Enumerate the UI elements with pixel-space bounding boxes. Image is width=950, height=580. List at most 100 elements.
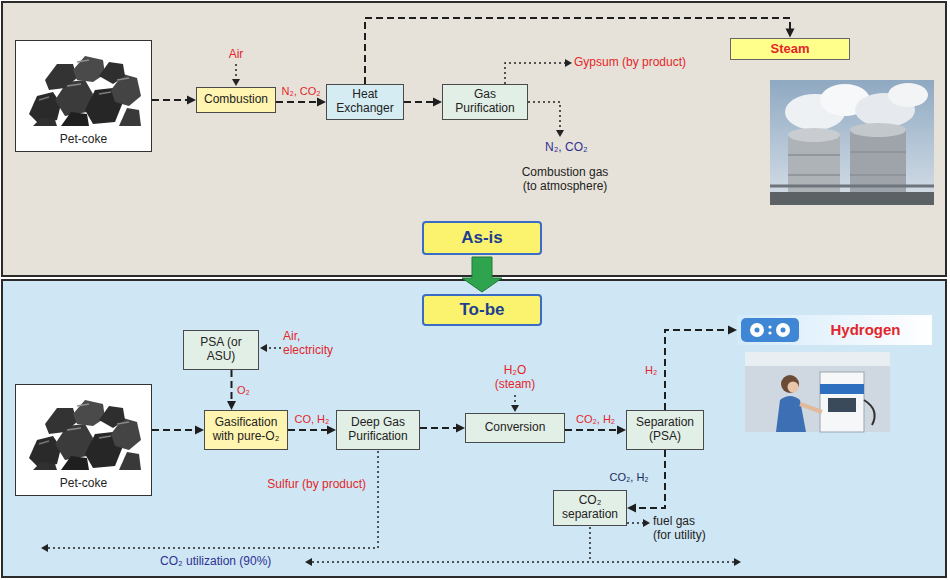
- pump-band: [820, 384, 864, 394]
- atom-core: [781, 328, 786, 333]
- process-box: Separation (PSA): [626, 410, 704, 450]
- box-text: Pet-coke: [20, 133, 147, 147]
- steam-plant-photo: [770, 80, 934, 205]
- hydrogen-banner: [737, 315, 932, 345]
- arm: [800, 404, 822, 412]
- atom: [750, 323, 764, 337]
- as-is-panel: [2, 2, 946, 276]
- dotted-arrow: [235, 64, 237, 80]
- steam-cloud: [888, 83, 928, 107]
- arrow-head: [786, 29, 795, 38]
- box-text: Combustion: [201, 93, 271, 107]
- canopy: [745, 352, 890, 366]
- feedstock-box: Pet-coke: [15, 40, 152, 152]
- hose: [864, 400, 875, 425]
- flow-line: [420, 427, 457, 429]
- face: [788, 382, 799, 393]
- tank-band: [788, 152, 906, 175]
- flow-line: [365, 18, 790, 84]
- dotted-arrow: [48, 451, 378, 548]
- stream-label: CO₂, H₂: [576, 413, 615, 426]
- flow-note: Gypsum (by product): [574, 56, 704, 70]
- box-text: Pet-coke: [20, 477, 147, 491]
- flow-arrow: [565, 426, 626, 435]
- product-banner: Hydrogen: [737, 315, 932, 345]
- transition-arrow: [462, 257, 502, 292]
- feedstock-box: Pet-coke: [15, 384, 152, 496]
- box-text: Gas Purification: [447, 88, 523, 116]
- to-be-panel: [2, 280, 946, 577]
- arrow-head: [195, 426, 204, 435]
- h2-icon: [741, 318, 799, 342]
- process-box: Gasification with pure-O₂: [204, 410, 288, 450]
- bond-dot: [768, 325, 771, 328]
- stream-label: CO₂, H₂: [610, 471, 649, 484]
- arrow-head: [556, 130, 564, 137]
- arrow-head: [456, 424, 465, 433]
- flow-line: [152, 429, 196, 431]
- box-text: CO₂ separation: [558, 494, 622, 522]
- flow-arrow: [665, 326, 737, 411]
- arrow-head: [232, 79, 240, 86]
- photo-sky: [770, 80, 934, 205]
- flow-line: [152, 99, 188, 101]
- atom: [776, 323, 790, 337]
- arrow-head: [327, 426, 336, 435]
- coke-photo-ground: [15, 40, 152, 152]
- stream-label: O₂: [237, 384, 250, 397]
- phase-box: To-be: [422, 294, 542, 326]
- box-text: Heat Exchanger: [331, 88, 399, 116]
- dotted-arrow: [514, 395, 516, 406]
- box-text: To-be: [428, 300, 536, 320]
- product-box: Steam: [730, 38, 850, 61]
- arrow-head: [227, 401, 236, 410]
- tank-top: [788, 128, 840, 142]
- flow-arrow: [276, 98, 326, 107]
- box-text: PSA (or ASU): [188, 336, 254, 364]
- process-box: Gas Purification: [442, 84, 528, 120]
- arrow-head: [317, 98, 326, 107]
- box-text: Steam: [735, 42, 845, 57]
- box-text: Conversion: [470, 421, 560, 435]
- ground: [770, 192, 934, 205]
- dotted-arrow: [266, 347, 281, 349]
- arrow-head: [617, 426, 626, 435]
- phase-box: As-is: [422, 221, 542, 255]
- flow-note: CO₂ utilization (90%): [160, 555, 310, 569]
- arrow-head: [627, 504, 636, 513]
- tank: [788, 135, 840, 197]
- arrow-head: [41, 544, 48, 552]
- process-box: Conversion: [465, 413, 565, 443]
- stream-label: H₂: [645, 364, 657, 377]
- flow-note: H₂O (steam): [487, 364, 543, 392]
- flow-note: fuel gas (for utility): [653, 515, 709, 543]
- box-text: Deep Gas Purification: [341, 416, 415, 444]
- stream-label: CO, H₂: [295, 413, 330, 426]
- box-text: As-is: [428, 228, 536, 248]
- flow-line: [276, 101, 318, 103]
- coke-photo-ground: [15, 384, 152, 496]
- arrow-head: [187, 96, 196, 105]
- photo-ground: [745, 352, 890, 432]
- flow-arrow: [288, 426, 336, 435]
- flow-arrow: [404, 98, 442, 107]
- atom-core: [755, 328, 760, 333]
- flow-note: Air, electricity: [283, 330, 343, 358]
- process-box: PSA (or ASU): [183, 330, 259, 370]
- box-text: Gasification with pure-O₂: [209, 416, 283, 444]
- box-text: Hydrogen: [803, 321, 928, 338]
- process-box: CO₂ separation: [553, 490, 627, 526]
- pump: [820, 372, 864, 432]
- h2-station-photo: [745, 352, 890, 432]
- arrow-head: [305, 558, 312, 566]
- coke-pile: [29, 56, 141, 126]
- tank-top: [850, 123, 906, 137]
- pump-screen: [828, 398, 856, 412]
- body: [776, 396, 806, 432]
- flow-line: [565, 429, 618, 431]
- arrow-head: [433, 98, 442, 107]
- arrow-head: [511, 405, 519, 412]
- coke-pile: [29, 400, 141, 470]
